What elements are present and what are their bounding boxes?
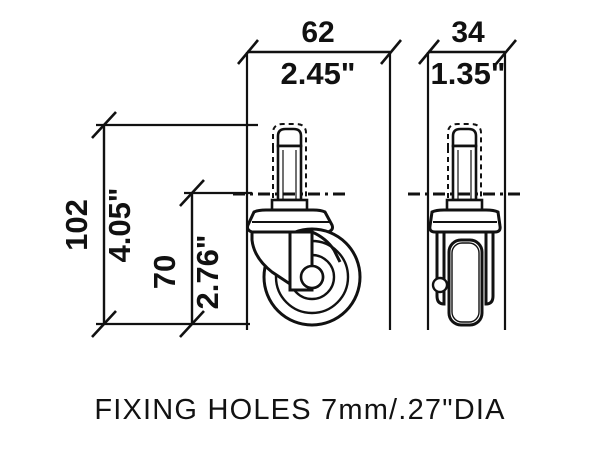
dimension-label-1-35in: 1.35" <box>430 56 505 91</box>
stem-cap <box>451 127 478 148</box>
front-view-caster <box>408 123 520 327</box>
wheel-tread-edge <box>451 242 480 323</box>
dimension-label-34: 34 <box>451 16 485 49</box>
tick-bottom <box>179 310 205 338</box>
dimension-label-4-05in: 4.05" <box>102 187 137 262</box>
caption-fixing-holes: FIXING HOLES 7mm/.27"DIA <box>94 394 505 426</box>
stem-shaft <box>451 144 478 202</box>
tick-right <box>380 39 402 65</box>
fork-arm-right <box>311 230 342 263</box>
stem-shaft <box>276 144 303 202</box>
dimension-label-2-45in: 2.45" <box>280 56 355 91</box>
tick-left <box>418 39 440 65</box>
dimension-label-70: 70 <box>147 255 182 289</box>
dimension-label-2-76in: 2.76" <box>190 234 225 309</box>
axle-end-left <box>431 276 449 294</box>
tick-top <box>91 111 117 139</box>
stem-cap <box>276 127 303 148</box>
dimension-overall-height: 102 4.05" <box>59 111 258 338</box>
side-view-caster <box>233 123 362 327</box>
tick-right <box>495 39 517 65</box>
wheel-axle-circle-front <box>299 264 325 290</box>
dimension-label-62: 62 <box>301 16 334 49</box>
stem-hidden-outline-right <box>272 123 307 200</box>
tick-top <box>179 179 205 207</box>
dimension-label-102: 102 <box>59 199 94 251</box>
fork-leg-right <box>484 230 495 306</box>
fork-leg-left <box>435 230 446 306</box>
tick-bottom <box>91 310 117 338</box>
tick-left <box>237 39 259 65</box>
dimension-front-width: 34 1.35" <box>418 16 517 330</box>
stem-hidden-outline-right <box>447 123 482 200</box>
fork-arm-left <box>250 230 292 287</box>
dimension-side-width: 62 2.45" <box>237 16 402 330</box>
